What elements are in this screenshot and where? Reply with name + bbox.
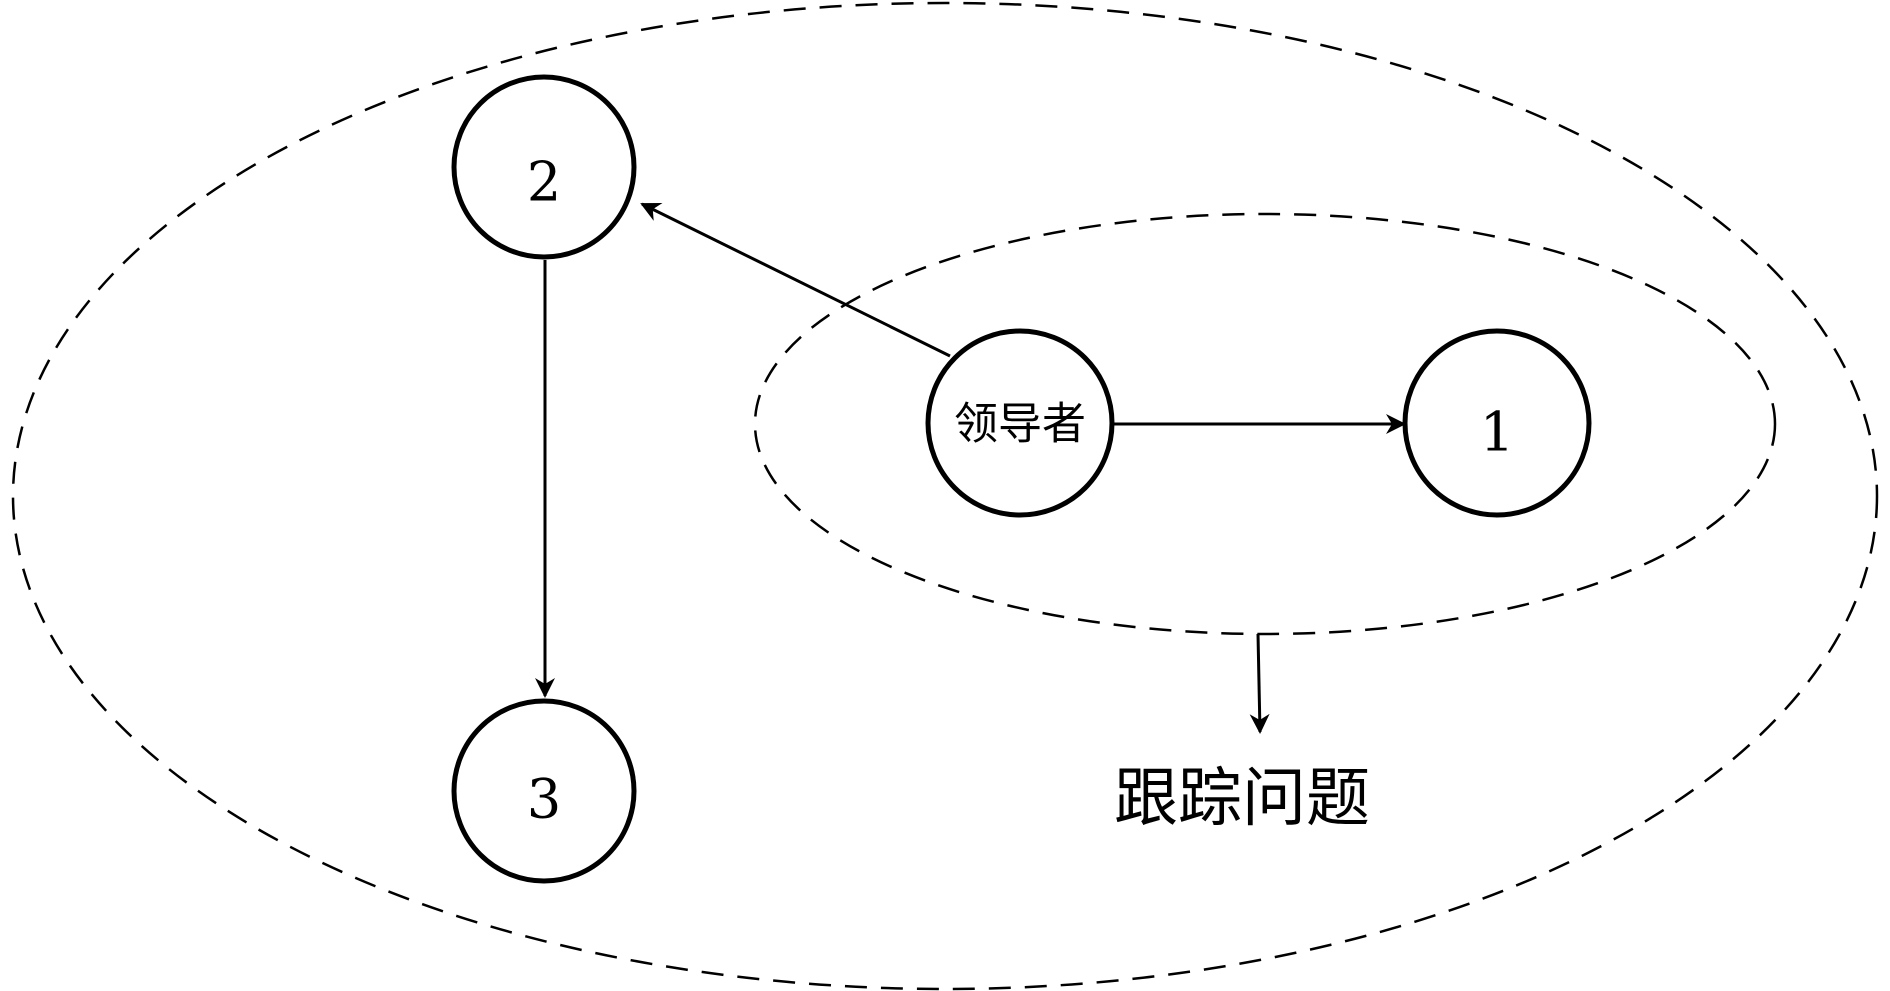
node-leader: 领导者 — [925, 328, 1115, 518]
node-1-label: 1 — [1480, 401, 1514, 464]
inner-group-boundary — [753, 212, 1777, 636]
node-2: 2 — [451, 74, 637, 260]
node-3-label: 3 — [527, 768, 561, 831]
node-2-label: 2 — [527, 151, 561, 214]
edge-leader-to-2 — [640, 202, 951, 358]
node-leader-label: 领导者 — [954, 399, 1086, 450]
outer-group-boundary — [11, 1, 1879, 991]
node-1: 1 — [1402, 328, 1592, 518]
node-3: 3 — [451, 698, 637, 884]
caption-pointer-arrow — [1249, 633, 1270, 734]
tracking-problem-caption: 跟踪问题 — [1114, 762, 1370, 836]
